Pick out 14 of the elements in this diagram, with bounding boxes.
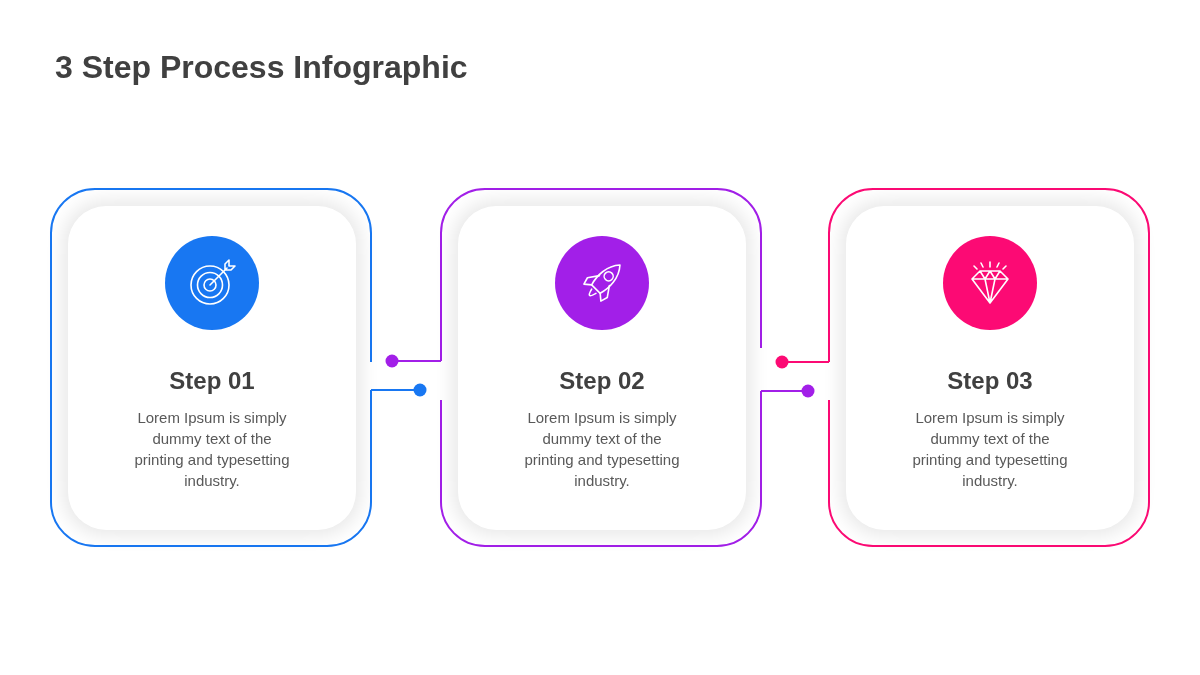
connector-line (370, 383, 427, 397)
step-description: Lorem Ipsum is simply dummy text of the printing and typesetting industry. (523, 408, 681, 491)
connector-line (385, 354, 442, 368)
connector-line (775, 355, 830, 369)
step-heading: Step 02 (559, 366, 645, 396)
step-description: Lorem Ipsum is simply dummy text of the printing and typesetting industry. (911, 408, 1069, 491)
step-heading: Step 01 (169, 366, 255, 396)
step-heading: Step 03 (947, 366, 1033, 396)
step-frame (50, 188, 372, 547)
step-frame (440, 188, 762, 547)
step-description: Lorem Ipsum is simply dummy text of the printing and typesetting industry. (133, 408, 291, 491)
title: 3 Step Process Infographic (55, 48, 468, 86)
step-frame (828, 188, 1150, 547)
connector-line (760, 384, 815, 398)
